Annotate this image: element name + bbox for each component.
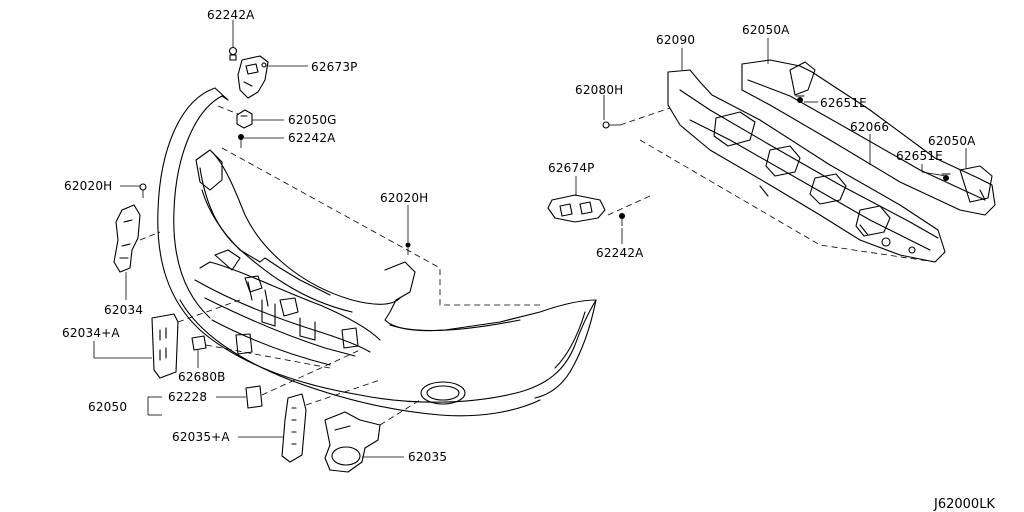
assembly-lines (139, 105, 936, 426)
label-62680B: 62680B (178, 370, 226, 384)
label-62035A: 62035+A (172, 430, 230, 444)
energy-absorber-62066 (741, 59, 996, 216)
label-62020H-center: 62020H (380, 191, 428, 205)
label-62035: 62035 (408, 450, 447, 464)
screw-62242A-right (619, 213, 625, 226)
label-62673P: 62673P (311, 60, 358, 74)
screw-62242A-mid (238, 134, 244, 148)
bracket-62034 (113, 204, 141, 273)
clip-62020H-center (405, 242, 411, 255)
label-62066: 62066 (850, 120, 889, 134)
bolt-62080H (602, 121, 620, 129)
label-62050G: 62050G (288, 113, 337, 127)
label-62050: 62050 (88, 400, 127, 414)
label-62050A-right: 62050A (928, 134, 976, 148)
label-62090: 62090 (656, 33, 695, 47)
part-labels: 62242A 62673P 62050G 62242A 62020H 62020… (62, 8, 995, 512)
diagram-reference-code: J62000LK (933, 497, 995, 512)
label-62034A: 62034+A (62, 326, 120, 340)
label-62674P: 62674P (548, 161, 595, 175)
label-62020H-left: 62020H (64, 179, 112, 193)
leader-lines (93, 20, 967, 458)
label-62050A-top: 62050A (742, 23, 790, 37)
label-62651E-right: 62651E (896, 149, 943, 163)
label-62242A-mid: 62242A (288, 131, 336, 145)
label-62228: 62228 (168, 390, 207, 404)
bracket-62673P (237, 55, 269, 99)
retainer-62050G (236, 109, 253, 129)
bracket-62034A (151, 313, 179, 379)
label-62080H: 62080H (575, 83, 623, 97)
bracket-62035 (324, 411, 381, 473)
bracket-62035A (281, 393, 307, 463)
front-bumper-fascia (157, 87, 597, 417)
label-62651E-top: 62651E (820, 96, 867, 110)
clip-62651E-right (941, 173, 951, 181)
clip-62680B (191, 335, 207, 351)
clip-62651E-top (795, 95, 805, 103)
bumper-reinforcement-62090 (667, 69, 946, 263)
bracket-62674P (547, 194, 606, 223)
clip-62242A-top (228, 36, 238, 61)
label-62034: 62034 (104, 303, 143, 317)
clip-62228 (245, 385, 263, 409)
label-62242A-right: 62242A (596, 246, 644, 260)
clip-62020H-left (139, 183, 147, 198)
label-62242A-top: 62242A (207, 8, 255, 22)
